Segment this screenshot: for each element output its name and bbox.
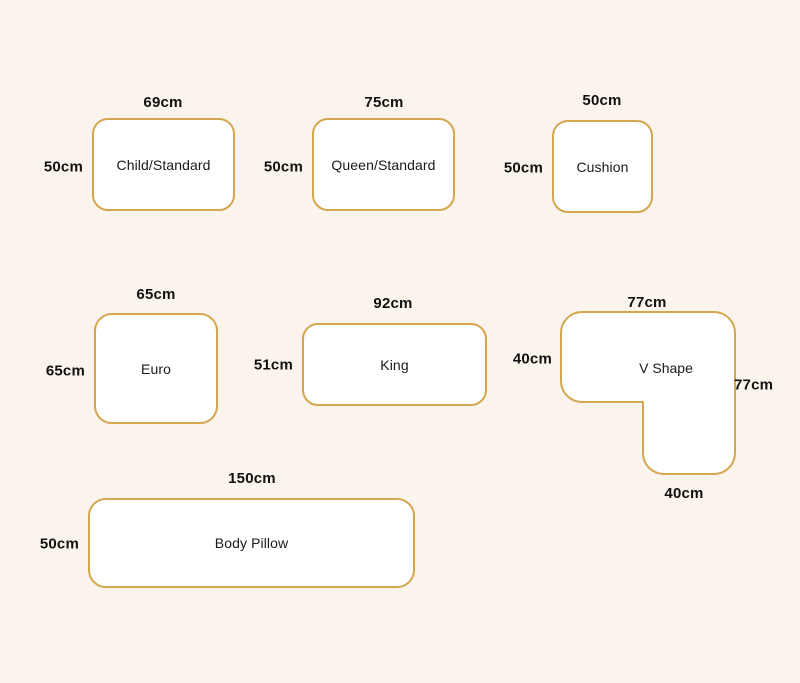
dimension-bottom-v-shape: 40cm (664, 485, 704, 502)
dimension-height-body-pillow: 50cm (39, 535, 79, 553)
dimension-height-child-standard: 50cm (43, 158, 83, 176)
dimension-top-v-shape: 77cm (627, 294, 667, 311)
pillow-shape-queen-standard: Queen/Standard (312, 118, 455, 211)
pillow-shape-euro: Euro (94, 313, 218, 424)
dimension-height-cushion: 50cm (503, 159, 543, 177)
dimension-width-queen-standard: 75cm (364, 94, 404, 111)
pillow-shape-child-standard: Child/Standard (92, 118, 235, 211)
pillow-label-queen-standard: Queen/Standard (331, 156, 436, 173)
dimension-width-king: 92cm (373, 295, 413, 312)
pillow-label-king: King (380, 356, 409, 373)
dimension-left-v-shape: 40cm (512, 350, 552, 368)
pillow-shape-cushion: Cushion (552, 120, 653, 213)
dimension-height-king: 51cm (253, 356, 293, 374)
pillow-label-cushion: Cushion (576, 158, 629, 175)
pillow-label-child-standard: Child/Standard (116, 156, 211, 173)
pillow-shape-v-shape (560, 311, 736, 487)
dimension-width-child-standard: 69cm (143, 94, 183, 111)
dimension-width-cushion: 50cm (582, 92, 622, 109)
v-shape-path (560, 311, 736, 475)
pillow-shape-king: King (302, 323, 487, 406)
pillow-label-body-pillow: Body Pillow (214, 535, 289, 551)
pillow-shape-body-pillow: Body Pillow (88, 498, 415, 588)
dimension-height-queen-standard: 50cm (263, 158, 303, 176)
dimension-width-body-pillow: 150cm (228, 470, 276, 487)
pillow-label-euro: Euro (141, 360, 171, 377)
dimension-width-euro: 65cm (136, 286, 176, 303)
pillow-label-v-shape: V Shape (639, 360, 693, 376)
dimension-right-v-shape: 77cm (734, 376, 774, 394)
dimension-height-euro: 65cm (45, 362, 85, 380)
